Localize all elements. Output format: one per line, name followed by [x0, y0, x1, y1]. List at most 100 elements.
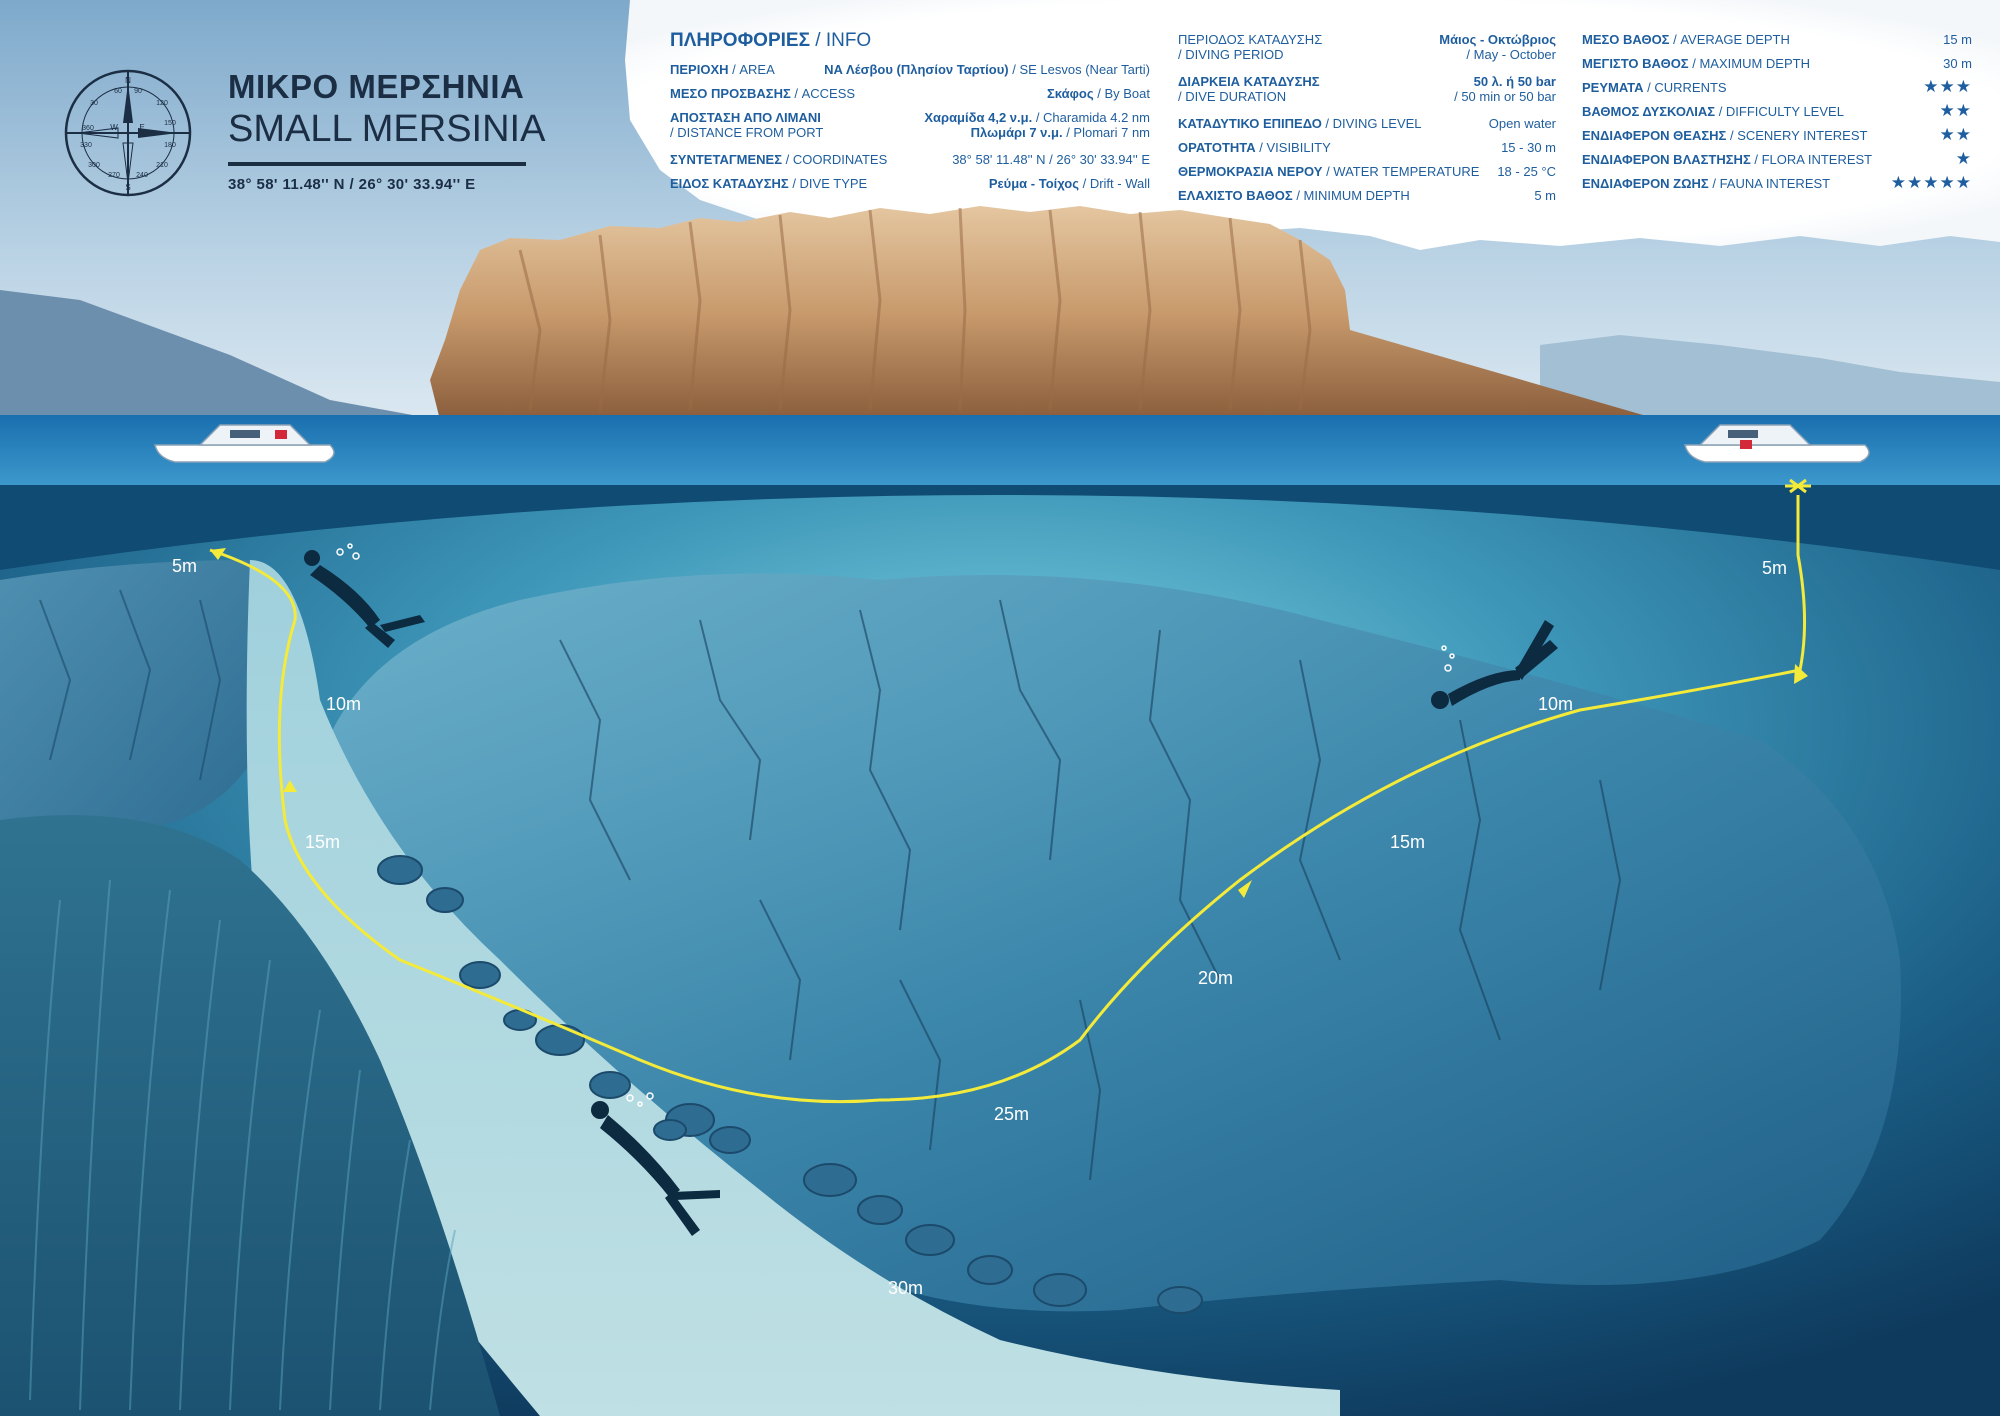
info-key-greek: ΕΝΔΙΑΦΕΡΟΝ ΒΛΑΣΤΗΣΗΣ [1582, 152, 1751, 167]
info-value: 18 - 25 °C [1497, 164, 1556, 179]
info-row-scenery: ΕΝΔΙΑΦΕΡΟΝ ΘΕΑΣΗΣ / SCENERY INTEREST ★★ [1582, 125, 1972, 144]
title-block: ΜΙΚΡΟ ΜΕΡΣΗΝΙΑ SMALL MERSINIA 38° 58' 11… [60, 60, 560, 200]
compass-deg-90: 90 [134, 88, 142, 95]
info-key-greek: ΜΕΣΟ ΒΑΘΟΣ [1582, 32, 1670, 47]
info-row-fauna: ΕΝΔΙΑΦΕΡΟΝ ΖΩΗΣ / FAUNA INTEREST ★★★★★ [1582, 173, 1972, 192]
info-value: 38° 58' 11.48'' N / 26° 30' 33.94'' E [952, 152, 1150, 167]
compass-deg-270: 270 [108, 172, 120, 179]
star-rating: ★★ [1939, 101, 1972, 120]
info-value: 15 m [1943, 32, 1972, 47]
info-key-english: ACCESS [801, 86, 856, 101]
info-value-english: SE Lesvos (Near Tarti) [1019, 62, 1150, 77]
info-key-greek: ΔΙΑΡΚΕΙΑ ΚΑΤΑΔΥΣΗΣ [1178, 74, 1320, 89]
info-key-english: DISTANCE FROM PORT [677, 125, 824, 140]
info-key-greek: ΕΙΔΟΣ ΚΑΤΑΔΥΣΗΣ [670, 176, 789, 191]
left-rock [0, 560, 273, 860]
info-key-greek: ΟΡΑΤΟΤΗΤΑ [1178, 140, 1256, 155]
depth-label-right-20m: 20m [1198, 968, 1234, 988]
depth-label-25m: 25m [994, 1104, 1030, 1124]
info-column-3: ΜΕΣΟ ΒΑΘΟΣ / AVERAGE DEPTH 15 m ΜΕΓΙΣΤΟ … [1582, 32, 1972, 202]
surface-buoy-marker [1785, 478, 1811, 494]
info-key-greek: ΒΑΘΜΟΣ ΔΥΣΚΟΛΙΑΣ [1582, 104, 1716, 119]
compass-deg-300: 300 [88, 162, 100, 169]
depth-label-left-5m: 5m [172, 556, 198, 576]
info-cloud-panel [625, 0, 2000, 250]
info-value-english: Charamida 4.2 nm [1043, 110, 1150, 125]
info-key-greek: ΘΕΡΜΟΚΡΑΣΙΑ ΝΕΡΟΥ [1178, 164, 1323, 179]
info-key-english: COORDINATES [792, 152, 888, 167]
info-key-greek: ΕΝΔΙΑΦΕΡΟΝ ΖΩΗΣ [1582, 176, 1709, 191]
info-value-english: Drift - Wall [1089, 176, 1150, 191]
site-coordinates: 38° 58' 11.48'' N / 26° 30' 33.94'' E [228, 176, 476, 193]
compass-label-w: W [110, 123, 118, 132]
compass-icon: N E S W 360 30 60 90 120 150 180 210 240… [80, 76, 176, 192]
boat-left [154, 424, 335, 463]
info-row-duration: ΔΙΑΡΚΕΙΑ ΚΑΤΑΔΥΣΗΣ/ DIVE DURATION 50 λ. … [1178, 74, 1556, 104]
info-key-english: AVERAGE DEPTH [1680, 32, 1790, 47]
info-key-english: FAUNA INTEREST [1719, 176, 1831, 191]
info-key-english: MAXIMUM DEPTH [1699, 56, 1810, 71]
distant-mountain-left [0, 290, 440, 420]
info-row-currents: ΡΕΥΜΑΤΑ / CURRENTS ★★★ [1582, 77, 1972, 96]
info-row-max-depth: ΜΕΓΙΣΤΟ ΒΑΘΟΣ / MAXIMUM DEPTH 30 m [1582, 56, 1972, 71]
info-column-2: ΠΕΡΙΟΔΟΣ ΚΑΤΑΔΥΣΗΣ/ DIVING PERIOD Μάιος … [1178, 32, 1556, 212]
info-key-english: DIVING LEVEL [1332, 116, 1422, 131]
distant-hills-right [1540, 335, 2000, 420]
info-row-difficulty: ΒΑΘΜΟΣ ΔΥΣΚΟΛΙΑΣ / DIFFICULTY LEVEL ★★ [1582, 101, 1972, 120]
info-key-greek: ΠΕΡΙΟΧΗ [670, 62, 729, 77]
info-value: Open water [1488, 116, 1556, 131]
info-key-english: FLORA INTEREST [1761, 152, 1873, 167]
compass-deg-240: 240 [136, 172, 148, 179]
compass-rose-graphic [64, 69, 192, 197]
depth-label-right-10m: 10m [1538, 694, 1574, 714]
info-key-greek: ΑΠΟΣΤΑΣΗ ΑΠΟ ΛΙΜΑΝΙ [670, 110, 821, 125]
info-key-greek: ΜΕΣΟ ΠΡΟΣΒΑΣΗΣ [670, 86, 791, 101]
info-header-english: INFO [825, 30, 872, 51]
island-texture [518, 207, 1312, 411]
depth-label-left-10m: 10m [326, 694, 362, 714]
info-row-visibility: ΟΡΑΤΟΤΗΤΑ / VISIBILITY 15 - 30 m [1178, 140, 1556, 155]
title-divider [228, 162, 526, 166]
info-value-english: May - October [1473, 47, 1556, 62]
info-key-greek: ΚΑΤΑΔΥΤΙΚΟ ΕΠΙΠΕΔΟ [1178, 116, 1322, 131]
star-rating: ★★★★★ [1890, 173, 1972, 192]
info-value-greek: ΝΑ Λέσβου (Πλησίον Ταρτίου) [824, 62, 1009, 77]
site-title-english: SMALL MERSINIA [228, 108, 546, 150]
info-value: 30 m [1943, 56, 1972, 71]
depth-label-left-15m: 15m [305, 832, 341, 852]
info-key-english: SCENERY INTEREST [1737, 128, 1868, 143]
info-key-greek: ΕΝΔΙΑΦΕΡΟΝ ΘΕΑΣΗΣ [1582, 128, 1727, 143]
info-key-english: WATER TEMPERATURE [1333, 164, 1480, 179]
info-row-flora: ΕΝΔΙΑΦΕΡΟΝ ΒΛΑΣΤΗΣΗΣ / FLORA INTEREST ★ [1582, 149, 1972, 168]
info-row-level: ΚΑΤΑΔΥΤΙΚΟ ΕΠΙΠΕΔΟ / DIVING LEVEL Open w… [1178, 116, 1556, 131]
info-row-access: ΜΕΣΟ ΠΡΟΣΒΑΣΗΣ / ACCESS Σκάφος / By Boat [670, 86, 1150, 101]
info-row-avg-depth: ΜΕΣΟ ΒΑΘΟΣ / AVERAGE DEPTH 15 m [1582, 32, 1972, 47]
info-value-english: By Boat [1104, 86, 1150, 101]
route-arrow-2 [1238, 880, 1252, 898]
sand-channel [246, 560, 1341, 1416]
island-rock [430, 206, 1660, 420]
info-row-dive-type: ΕΙΔΟΣ ΚΑΤΑΔΥΣΗΣ / DIVE TYPE Ρεύμα - Τοίχ… [670, 176, 1150, 191]
info-header: ΠΛΗΡΟΦΟΡΙΕΣ / INFO [670, 30, 872, 51]
route-arrow-3 [283, 780, 297, 792]
info-column-1: ΠΛΗΡΟΦΟΡΙΕΣ / INFO ΠΕΡΙΟΧΗ / AREA ΝΑ Λέσ… [670, 30, 1150, 200]
info-key-english: DIVE DURATION [1185, 89, 1287, 104]
info-row-temperature: ΘΕΡΜΟΚΡΑΣΙΑ ΝΕΡΟΥ / WATER TEMPERATURE 18… [1178, 164, 1556, 179]
info-key-greek: ΕΛΑΧΙΣΤΟ ΒΑΘΟΣ [1178, 188, 1293, 203]
info-value-greek-2: Πλωμάρι 7 ν.μ. [970, 125, 1063, 140]
compass-deg-120: 120 [156, 100, 168, 107]
route-arrow-1 [1794, 664, 1808, 684]
depth-label-right-15m: 15m [1390, 832, 1426, 852]
right-rock-wall [320, 573, 1901, 1312]
route-arrow-4 [210, 548, 226, 560]
info-value: 5 m [1534, 188, 1556, 203]
info-value-english: 50 min or 50 bar [1461, 89, 1556, 104]
compass-label-s: S [125, 183, 130, 192]
rock-cracks [559, 599, 1622, 1181]
compass-deg-150: 150 [164, 120, 176, 127]
info-key-english: MINIMUM DEPTH [1303, 188, 1410, 203]
info-row-coordinates: ΣΥΝΤΕΤΑΓΜΕΝΕΣ / COORDINATES 38° 58' 11.4… [670, 152, 1150, 167]
info-header-greek: ΠΛΗΡΟΦΟΡΙΕΣ [670, 30, 810, 51]
compass-deg-360: 360 [82, 125, 94, 132]
